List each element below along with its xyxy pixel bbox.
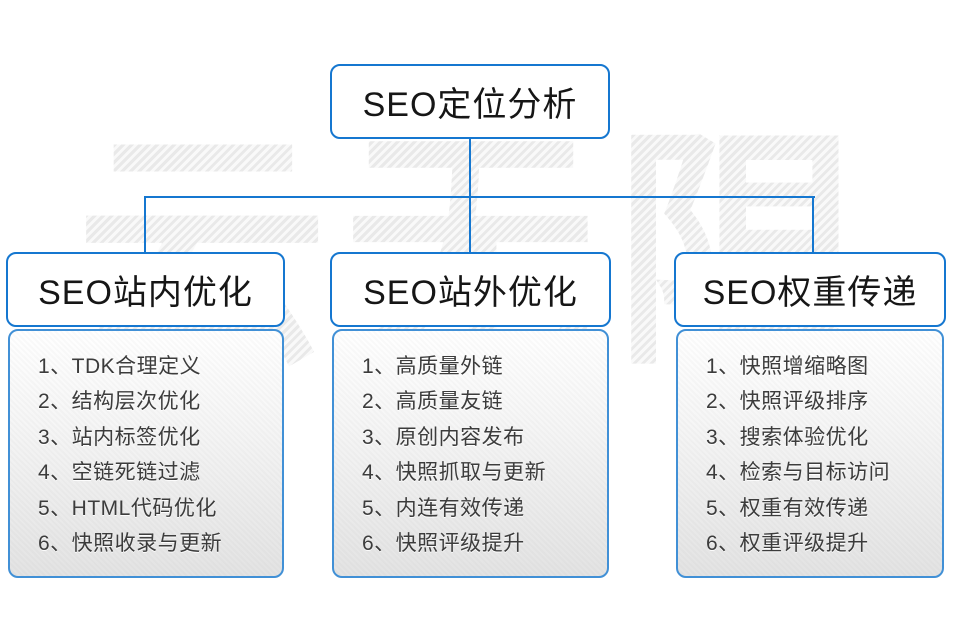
list-item: 5、权重有效传递 [706,496,869,520]
list-item: 4、空链死链过滤 [38,461,201,485]
list-item: 2、高质量友链 [362,390,504,414]
list-item: 3、原创内容发布 [362,425,525,449]
node-offsite-seo-label: SEO站外优化 [363,274,578,312]
node-root-label: SEO定位分析 [362,86,578,124]
connector-drop-left [144,197,146,253]
list-item: 1、高质量外链 [362,354,504,378]
list-item: 4、快照抓取与更新 [362,461,547,485]
connector-horizontal [144,196,815,198]
node-onsite-seo: SEO站内优化 [6,252,285,327]
panel-onsite-seo-list: 1、TDK合理定义 2、结构层次优化 3、站内标签优化 4、空链死链过滤 5、HTML代… [8,329,284,578]
node-weight-transfer: SEO权重传递 [674,252,946,327]
panel-offsite-seo-list: 1、高质量外链 2、高质量友链 3、原创内容发布 4、快照抓取与更新 5、内连有效传递 6… [332,329,609,578]
list-item: 2、结构层次优化 [38,390,201,414]
list-item: 6、快照收录与更新 [38,532,223,556]
node-root: SEO定位分析 [330,64,610,139]
list-item: 4、检索与目标访问 [706,461,891,485]
list-item: 3、站内标签优化 [38,425,201,449]
connector-drop-middle [469,197,471,253]
list-item: 5、内连有效传递 [362,496,525,520]
list-item: 3、搜索体验优化 [706,425,869,449]
panel-weight-transfer-list: 1、快照增缩略图 2、快照评级排序 3、搜索体验优化 4、检索与目标访问 5、权重有效传… [676,329,944,578]
connector-drop-right [812,197,814,253]
node-offsite-seo: SEO站外优化 [330,252,611,327]
list-item: 1、TDK合理定义 [38,354,202,378]
node-weight-transfer-label: SEO权重传递 [702,274,918,312]
list-item: 5、HTML代码优化 [38,496,217,520]
node-onsite-seo-label: SEO站内优化 [38,274,253,312]
list-item: 2、快照评级排序 [706,390,869,414]
list-item: 6、权重评级提升 [706,532,869,556]
connector-root-stem [469,139,471,198]
list-item: 6、快照评级提升 [362,532,525,556]
list-item: 1、快照增缩略图 [706,354,869,378]
